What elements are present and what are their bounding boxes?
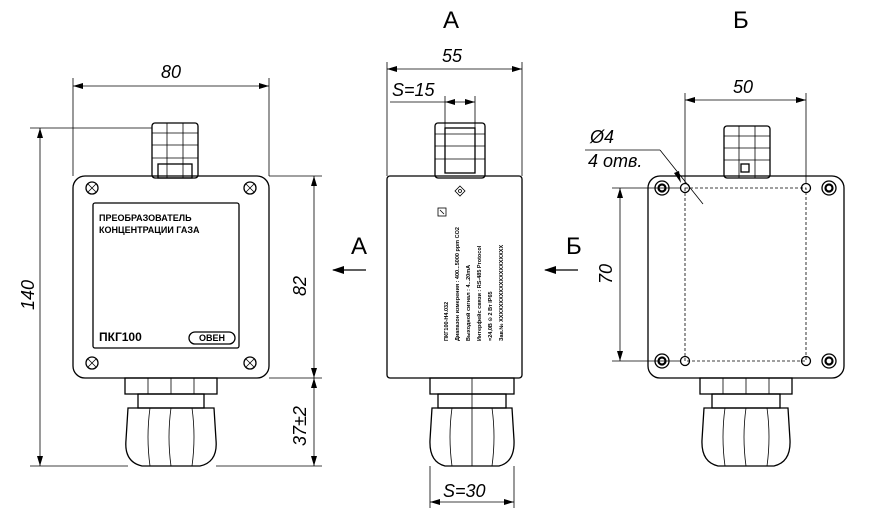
side-bottom-gland bbox=[429, 377, 515, 467]
back-top-gland bbox=[723, 125, 771, 179]
mounting-hole-icon bbox=[800, 355, 812, 367]
dim-front-width-text: 80 bbox=[161, 62, 181, 82]
dim-gland-length-text: 37±2 bbox=[290, 406, 310, 446]
side-label-line-3: Выходной сигнал : 4...20mA bbox=[465, 265, 472, 341]
dim-top-nut-text: S=15 bbox=[392, 80, 436, 100]
dim-box-height-text: 82 bbox=[290, 276, 310, 296]
back-screw-icons bbox=[654, 180, 837, 369]
dim-bottom-nut: S=30 bbox=[429, 466, 515, 508]
screw-icon bbox=[243, 356, 257, 370]
dim-side-width-text: 55 bbox=[442, 46, 463, 66]
view-arrow-b: Б bbox=[544, 233, 582, 274]
screw-icon bbox=[85, 181, 99, 195]
front-label-brand: ОВЕН bbox=[199, 333, 225, 343]
screw-icon bbox=[243, 181, 257, 195]
back-bottom-gland bbox=[699, 377, 793, 467]
front-bottom-gland bbox=[124, 377, 218, 467]
brand-logo-icon: ОВЕН bbox=[188, 331, 236, 345]
front-label-line2: КОНЦЕНТРАЦИИ ГАЗА bbox=[99, 225, 200, 235]
dim-front-height-text: 140 bbox=[18, 280, 38, 310]
dim-back-hole-spacing-x: 50 bbox=[684, 77, 807, 184]
screw-icon bbox=[821, 353, 837, 369]
front-label-line1: ПРЕОБРАЗОВАТЕЛЬ bbox=[99, 213, 192, 223]
screw-icon bbox=[821, 180, 837, 196]
dim-box-height: 82 bbox=[269, 175, 322, 379]
front-label-model: ПКГ100 bbox=[99, 330, 142, 344]
side-label-line-5: =24,0В ⊝ 2 Вт IP65 bbox=[488, 291, 494, 341]
screw-icon bbox=[85, 356, 99, 370]
hole-count-text: 4 отв. bbox=[588, 151, 642, 171]
back-housing bbox=[647, 175, 845, 379]
view-arrow-b-label: Б bbox=[566, 233, 582, 260]
side-label-line-6: Зав.№ XXXXXXXXXXXXXXXXXXXXX bbox=[499, 245, 505, 341]
front-label-panel bbox=[92, 202, 240, 349]
mounting-hole-icons bbox=[679, 182, 812, 367]
side-top-gland bbox=[434, 122, 486, 179]
hole-diameter-text: Ø4 bbox=[589, 127, 614, 147]
dim-back-hole-spacing-y-text: 70 bbox=[596, 264, 616, 284]
back-view-b: Б Б bbox=[544, 7, 845, 467]
dim-side-width: 55 bbox=[386, 46, 523, 176]
side-label-line-1: ПКГ100-Н4.032 bbox=[444, 302, 450, 341]
front-view: ПРЕОБРАЗОВАТЕЛЬ КОНЦЕНТРАЦИИ ГАЗА ПКГ100… bbox=[18, 62, 322, 467]
view-arrow-a-label: А bbox=[351, 233, 367, 260]
side-label-line-2: Диапазон измерения : 400...5000 ppm CO2 bbox=[455, 227, 461, 341]
dim-gland-length: 37±2 bbox=[216, 378, 322, 467]
certification-mark-icon bbox=[437, 185, 466, 217]
hole-leader: Ø4 4 отв. bbox=[585, 127, 704, 205]
side-view-a: А ПКГ100-Н4.032 Диапазон измерения : 400… bbox=[332, 7, 523, 508]
front-screw-icons bbox=[85, 181, 257, 370]
dim-top-nut: S=15 bbox=[390, 80, 476, 128]
mounting-hole-pattern bbox=[684, 187, 807, 362]
dim-front-width: 80 bbox=[72, 62, 270, 176]
dim-back-hole-spacing-y: 70 bbox=[596, 187, 681, 362]
front-top-gland bbox=[151, 122, 199, 179]
side-label-line-4: Интерфейс связи : RS-485 Protocol bbox=[476, 245, 483, 341]
dim-bottom-nut-text: S=30 bbox=[443, 481, 486, 501]
view-a-title: А bbox=[443, 7, 459, 34]
dim-back-hole-spacing-x-text: 50 bbox=[733, 77, 753, 97]
dim-front-height: 140 bbox=[18, 127, 152, 467]
view-b-title: Б bbox=[733, 7, 749, 34]
side-label: ПКГ100-Н4.032 Диапазон измерения : 400..… bbox=[444, 227, 505, 341]
view-arrow-a: А bbox=[332, 233, 367, 274]
